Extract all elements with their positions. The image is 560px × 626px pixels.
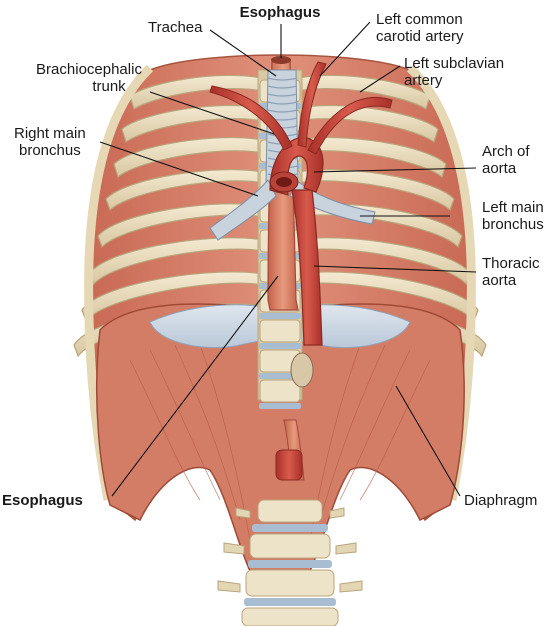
leader-diaphragm [395, 385, 461, 497]
leader-left-subclavian [359, 65, 401, 93]
rib [97, 203, 263, 249]
label-esophagus-top: Esophagus [239, 4, 321, 21]
label-thoracic-aorta-line2: aorta [482, 272, 517, 289]
tracheal-ring [267, 93, 298, 97]
label-right-main-bronchus-line1: Right main [14, 125, 86, 142]
leader-lines [99, 21, 477, 497]
tracheal-ring [267, 101, 298, 105]
label-left-common-carotid: Left common carotid artery [376, 11, 464, 45]
vertebral-body [259, 379, 301, 403]
right-main-bronchus [209, 179, 277, 241]
label-right-main-bronchus-line2: bronchus [18, 142, 81, 159]
label-right-main-bronchus: Right main bronchus [14, 125, 86, 159]
label-thoracic-aorta: Thoracic aorta [482, 255, 540, 289]
label-diaphragm: Diaphragm [464, 492, 538, 509]
label-left-main-bronchus: Left main bronchus [482, 199, 544, 233]
label-esophagus-bottom: Esophagus [2, 492, 83, 509]
rib [129, 74, 263, 110]
label-arch-of-aorta-line1: Arch of [482, 143, 530, 160]
leader-thoracic-aorta [313, 265, 477, 273]
esophagus-opening [271, 56, 291, 64]
brachiocephalic-trunk-vessel [209, 85, 293, 151]
intervertebral-disc [259, 403, 301, 409]
label-left-common-carotid-line2: carotid artery [376, 28, 464, 45]
label-brachiocephalic-line1: Brachiocephalic [36, 61, 142, 78]
label-left-subclavian-line2: artery [404, 72, 443, 89]
rib [89, 237, 263, 286]
intervertebral-disc [259, 313, 301, 319]
tracheal-ring [267, 85, 298, 89]
label-left-common-carotid-line1: Left common [376, 11, 463, 28]
esophageal-hiatus [290, 352, 314, 388]
label-arch-of-aorta: Arch of aorta [482, 143, 530, 177]
leader-left-common-carotid [319, 21, 371, 77]
left-common-carotid-vessel [297, 61, 327, 148]
rib [113, 137, 263, 179]
leader-right-main-bronchus [99, 141, 259, 197]
label-trachea: Trachea [148, 19, 203, 36]
rib [297, 237, 471, 286]
rib [105, 169, 263, 212]
label-left-subclavian: Left subclavian artery [404, 55, 504, 89]
intervertebral-disc [259, 343, 301, 349]
label-brachiocephalic-line2: trunk [92, 78, 126, 95]
tracheal-ring [267, 109, 298, 113]
rib [297, 74, 431, 110]
abdominal-aorta [275, 449, 303, 481]
leader-brachiocephalic [149, 91, 275, 135]
leader-arch-of-aorta [313, 167, 477, 173]
rib [297, 137, 447, 179]
label-left-main-bronchus-line1: Left main [482, 199, 544, 216]
lumbar-vertebrae [217, 499, 363, 626]
diaphragm-fibers [129, 344, 431, 541]
label-arch-of-aorta-line2: aorta [482, 160, 517, 177]
aorta-lumen [276, 177, 292, 187]
rib [121, 104, 263, 143]
leader-trachea [209, 29, 277, 77]
label-thoracic-aorta-line1: Thoracic [482, 255, 540, 272]
left-subclavian-vessel [307, 96, 393, 155]
rib-cage-rim [84, 64, 154, 501]
leader-esophagus-bottom [111, 275, 279, 497]
label-brachiocephalic: Brachiocephalic trunk [14, 61, 164, 95]
label-left-subclavian-line1: Left subclavian [404, 55, 505, 72]
rib [81, 271, 263, 323]
thoracic-aorta [291, 189, 323, 346]
intervertebral-disc [259, 373, 301, 379]
vertebral-body [259, 319, 301, 343]
tracheal-ring [267, 77, 298, 81]
label-left-main-bronchus-line2: bronchus [482, 216, 544, 233]
